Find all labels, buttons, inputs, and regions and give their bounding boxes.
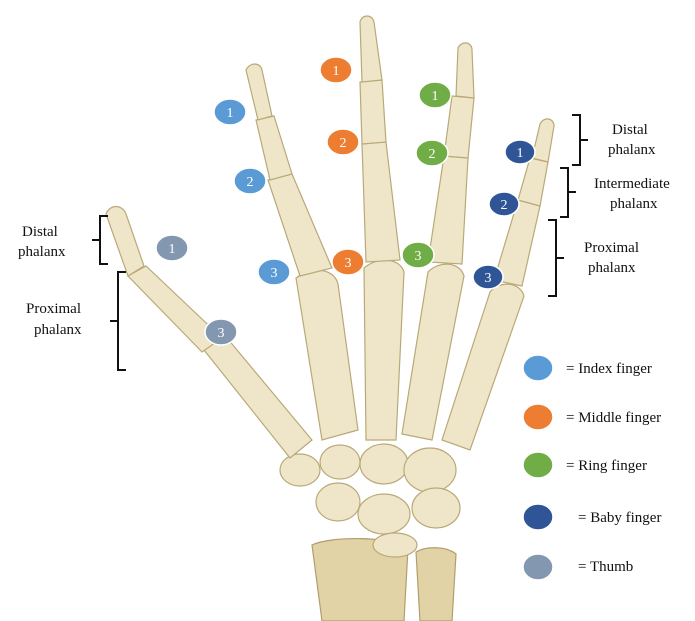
marker-baby-1: 1 — [505, 140, 535, 164]
middle-distal — [360, 16, 382, 82]
baby-distal — [532, 119, 554, 162]
marker-number: 1 — [169, 242, 176, 257]
right-phalanx-labels: Distal phalanx Intermediate phalanx Prox… — [548, 115, 670, 296]
left-phalanx-labels: Distal phalanx Proximal phalanx — [18, 216, 126, 370]
label-right-proximal-line1: Proximal — [584, 240, 639, 256]
marker-index-1: 1 — [214, 99, 246, 125]
legend: = Index finger = Middle finger = Ring fi… — [523, 355, 661, 580]
label-right-intermediate-line1: Intermediate — [594, 176, 670, 192]
marker-number: 2 — [501, 198, 508, 213]
label-right-distal-line1: Distal — [612, 122, 648, 138]
carpal-bone — [404, 448, 456, 492]
finger-markers: 1 2 3 1 2 3 1 2 — [156, 57, 535, 345]
legend-label: = Baby finger — [578, 510, 661, 526]
marker-number: 3 — [485, 271, 492, 286]
legend-swatch — [523, 504, 553, 530]
legend-label: = Thumb — [578, 559, 633, 575]
marker-ring-1: 1 — [419, 82, 451, 108]
legend-label: = Middle finger — [566, 410, 661, 426]
marker-ring-2: 2 — [416, 140, 448, 166]
marker-number: 2 — [247, 175, 254, 190]
marker-number: 1 — [432, 89, 439, 104]
legend-swatch — [523, 404, 553, 430]
middle-intermediate — [360, 80, 386, 144]
bracket-right-distal — [572, 115, 588, 165]
marker-thumb-3: 3 — [205, 319, 237, 345]
metacarpal-bones — [200, 260, 524, 458]
marker-number: 1 — [227, 106, 234, 121]
bracket-right-intermediate — [560, 168, 576, 217]
middle-proximal — [362, 142, 400, 262]
marker-baby-3: 3 — [473, 265, 503, 289]
marker-middle-3: 3 — [332, 249, 364, 275]
marker-number: 3 — [415, 249, 422, 264]
carpal-bone — [358, 494, 410, 534]
marker-number: 2 — [340, 136, 347, 151]
marker-number: 3 — [218, 326, 225, 341]
legend-swatch — [523, 554, 553, 580]
legend-swatch — [523, 452, 553, 478]
baby-intermediate — [518, 158, 548, 206]
thumb-distal — [106, 207, 144, 277]
legend-item-thumb: = Thumb — [523, 554, 633, 580]
ring-distal — [456, 43, 474, 98]
marker-number: 1 — [517, 146, 524, 161]
legend-swatch — [523, 355, 553, 381]
marker-baby-2: 2 — [489, 192, 519, 216]
label-left-proximal-line1: Proximal — [26, 301, 81, 317]
carpal-bone — [280, 454, 320, 486]
bracket-left-distal — [92, 216, 108, 264]
label-left-distal-line1: Distal — [22, 224, 58, 240]
label-right-proximal-line2: phalanx — [588, 260, 636, 276]
marker-number: 3 — [345, 256, 352, 271]
carpal-bone — [360, 444, 408, 484]
legend-item-ring: = Ring finger — [523, 452, 647, 478]
carpal-bone — [373, 533, 417, 557]
marker-number: 2 — [429, 147, 436, 162]
marker-ring-3: 3 — [402, 242, 434, 268]
marker-index-2: 2 — [234, 168, 266, 194]
legend-item-baby: = Baby finger — [523, 504, 661, 530]
metacarpal-middle — [364, 260, 404, 440]
legend-item-index: = Index finger — [523, 355, 652, 381]
label-right-intermediate-line2: phalanx — [610, 196, 658, 212]
marker-middle-1: 1 — [320, 57, 352, 83]
legend-label: = Index finger — [566, 361, 652, 377]
legend-label: = Ring finger — [566, 458, 647, 474]
ring-proximal — [428, 156, 468, 264]
metacarpal-index — [296, 270, 358, 440]
bracket-left-proximal — [110, 272, 126, 370]
marker-index-3: 3 — [258, 259, 290, 285]
label-left-proximal-line2: phalanx — [34, 322, 82, 338]
marker-thumb-1: 1 — [156, 235, 188, 261]
ulna-bone — [416, 548, 456, 621]
label-left-distal-line2: phalanx — [18, 244, 66, 260]
carpal-bone — [412, 488, 460, 528]
index-intermediate — [256, 116, 292, 180]
legend-item-middle: = Middle finger — [523, 404, 661, 430]
ring-intermediate — [444, 96, 474, 158]
marker-number: 1 — [333, 64, 340, 79]
index-distal — [246, 64, 272, 120]
bracket-right-proximal — [548, 220, 564, 296]
metacarpal-thumb — [200, 332, 312, 458]
carpal-bone — [320, 445, 360, 479]
marker-middle-2: 2 — [327, 129, 359, 155]
carpal-bone — [316, 483, 360, 521]
marker-number: 3 — [271, 266, 278, 281]
label-right-distal-line2: phalanx — [608, 142, 656, 158]
